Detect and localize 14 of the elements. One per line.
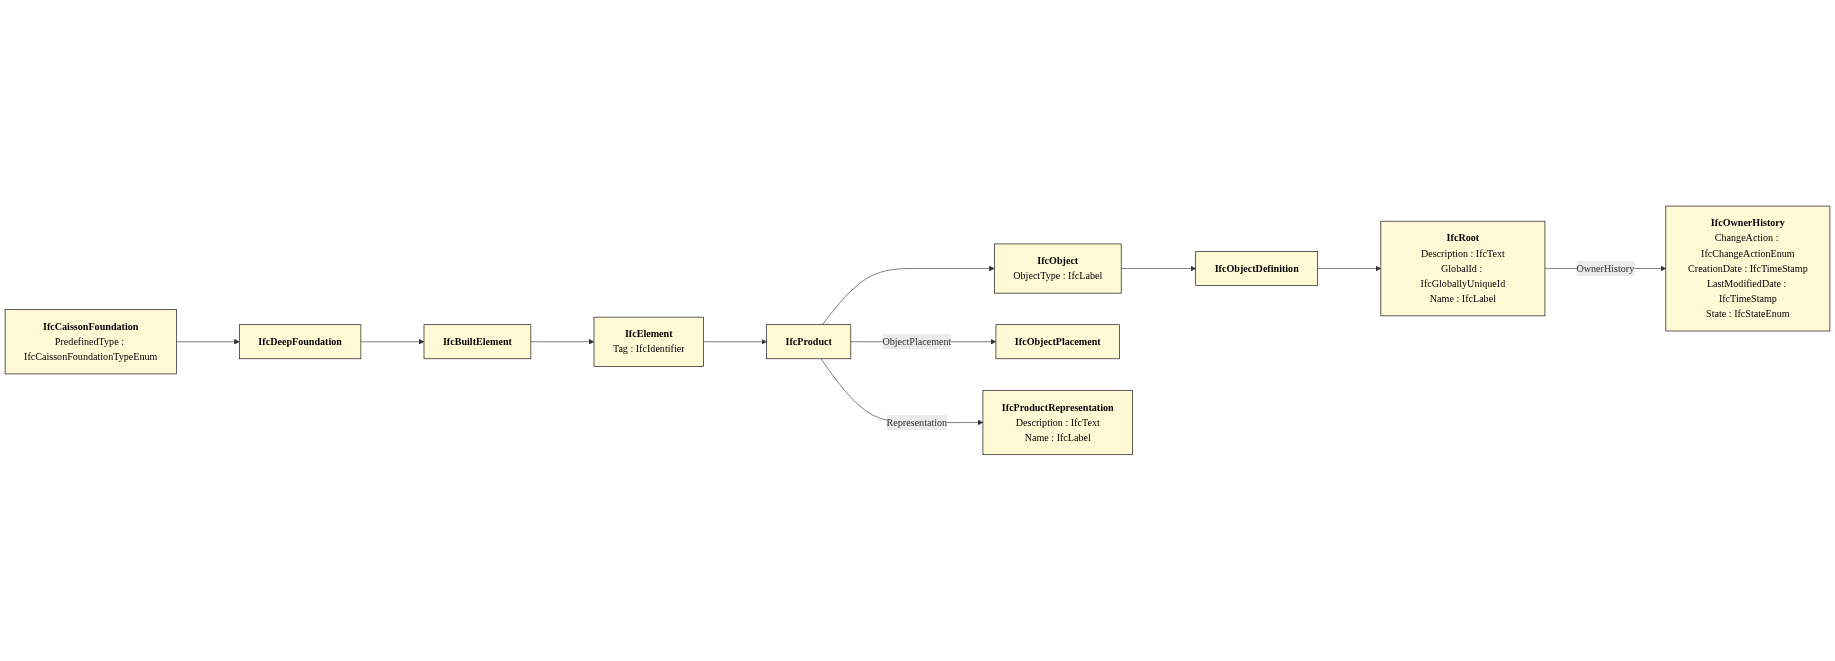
node-box: IfcElement Tag : IfcIdentifier	[593, 316, 704, 367]
node-box: IfcObject ObjectType : IfcLabel	[994, 243, 1122, 294]
node-box: IfcProductRepresentation Description : IfcText Name : IfcLabel	[982, 390, 1133, 456]
node-box: IfcObjectPlacement	[995, 324, 1120, 360]
edge-label: ObjectPlacement	[882, 336, 952, 347]
node-box: IfcObjectDefinition	[1195, 251, 1319, 286]
edge-label: Representation	[886, 416, 948, 428]
node-box: IfcCaissonFoundation PredefinedType : IfcCaissonFoundationTypeEnum	[4, 309, 177, 375]
node-box: IfcProduct	[766, 324, 852, 360]
node-box: IfcRoot Description : IfcText GlobalId : IfcGloballyUniqueId Name : IfcLabel	[1380, 221, 1546, 317]
node-box: IfcBuiltElement	[423, 324, 532, 360]
node-box: IfcDeepFoundation	[239, 324, 362, 360]
node-box: IfcOwnerHistory ChangeAction : IfcChangeActionEnum CreationDate : IfcTimeStamp LastModifiedDate : IfcTimeStamp State : IfcStateEnum	[1665, 205, 1831, 332]
edge-label: OwnerHistory	[1576, 262, 1635, 274]
